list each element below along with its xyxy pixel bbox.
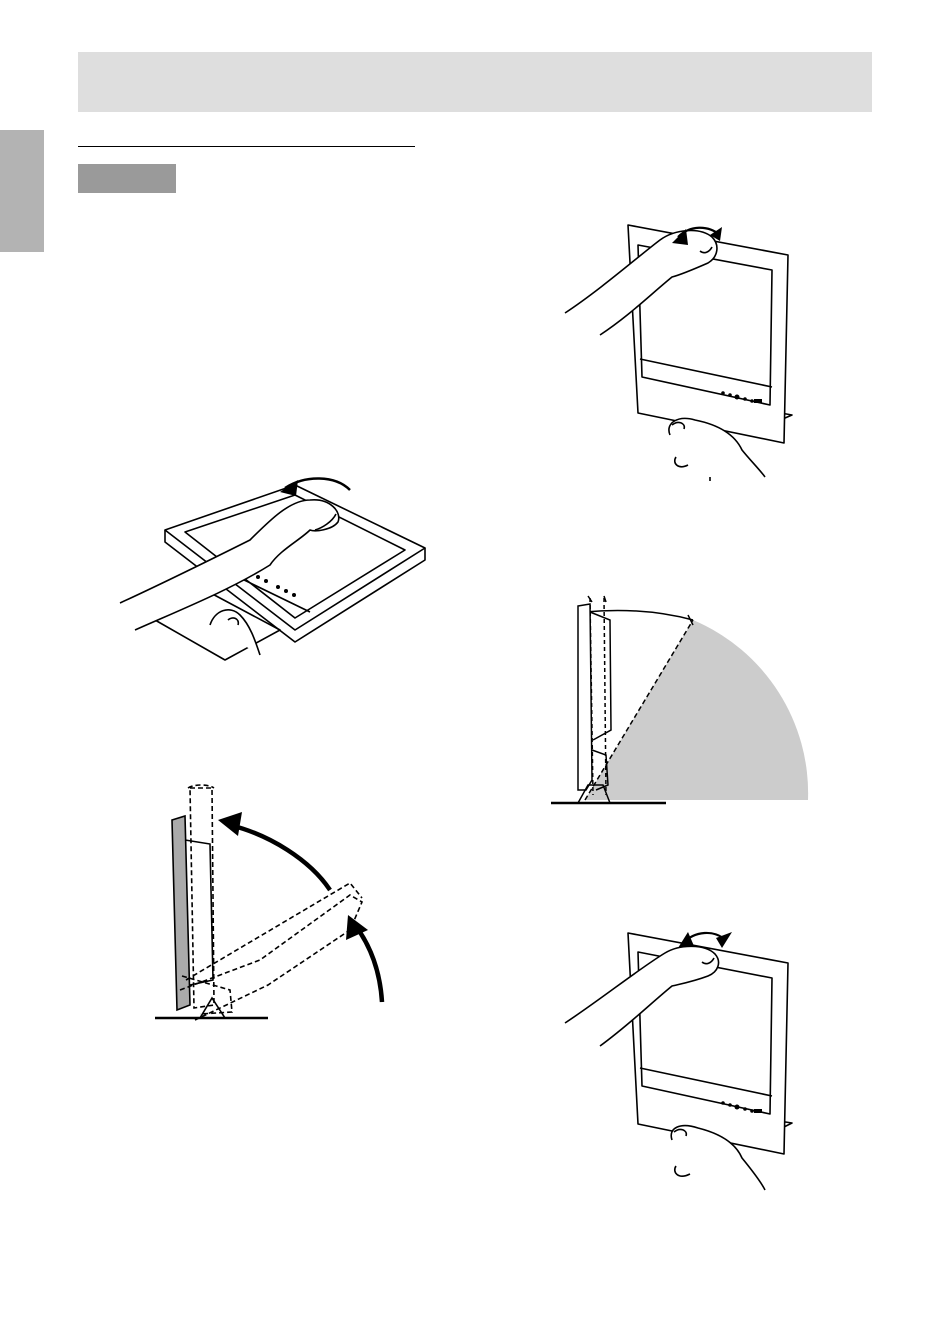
monitor-tilt-hold-illustration (560, 215, 800, 495)
section-rule (78, 146, 415, 147)
side-tab (0, 130, 44, 252)
monitor-tilt-back-illustration (560, 918, 800, 1203)
monitor-tilt-range-illustration (548, 590, 813, 820)
monitor-raise-side-view-illustration (150, 780, 410, 1035)
section-label-box (78, 164, 176, 193)
monitor-lift-from-flat-illustration (110, 470, 440, 675)
header-bar (78, 52, 872, 112)
